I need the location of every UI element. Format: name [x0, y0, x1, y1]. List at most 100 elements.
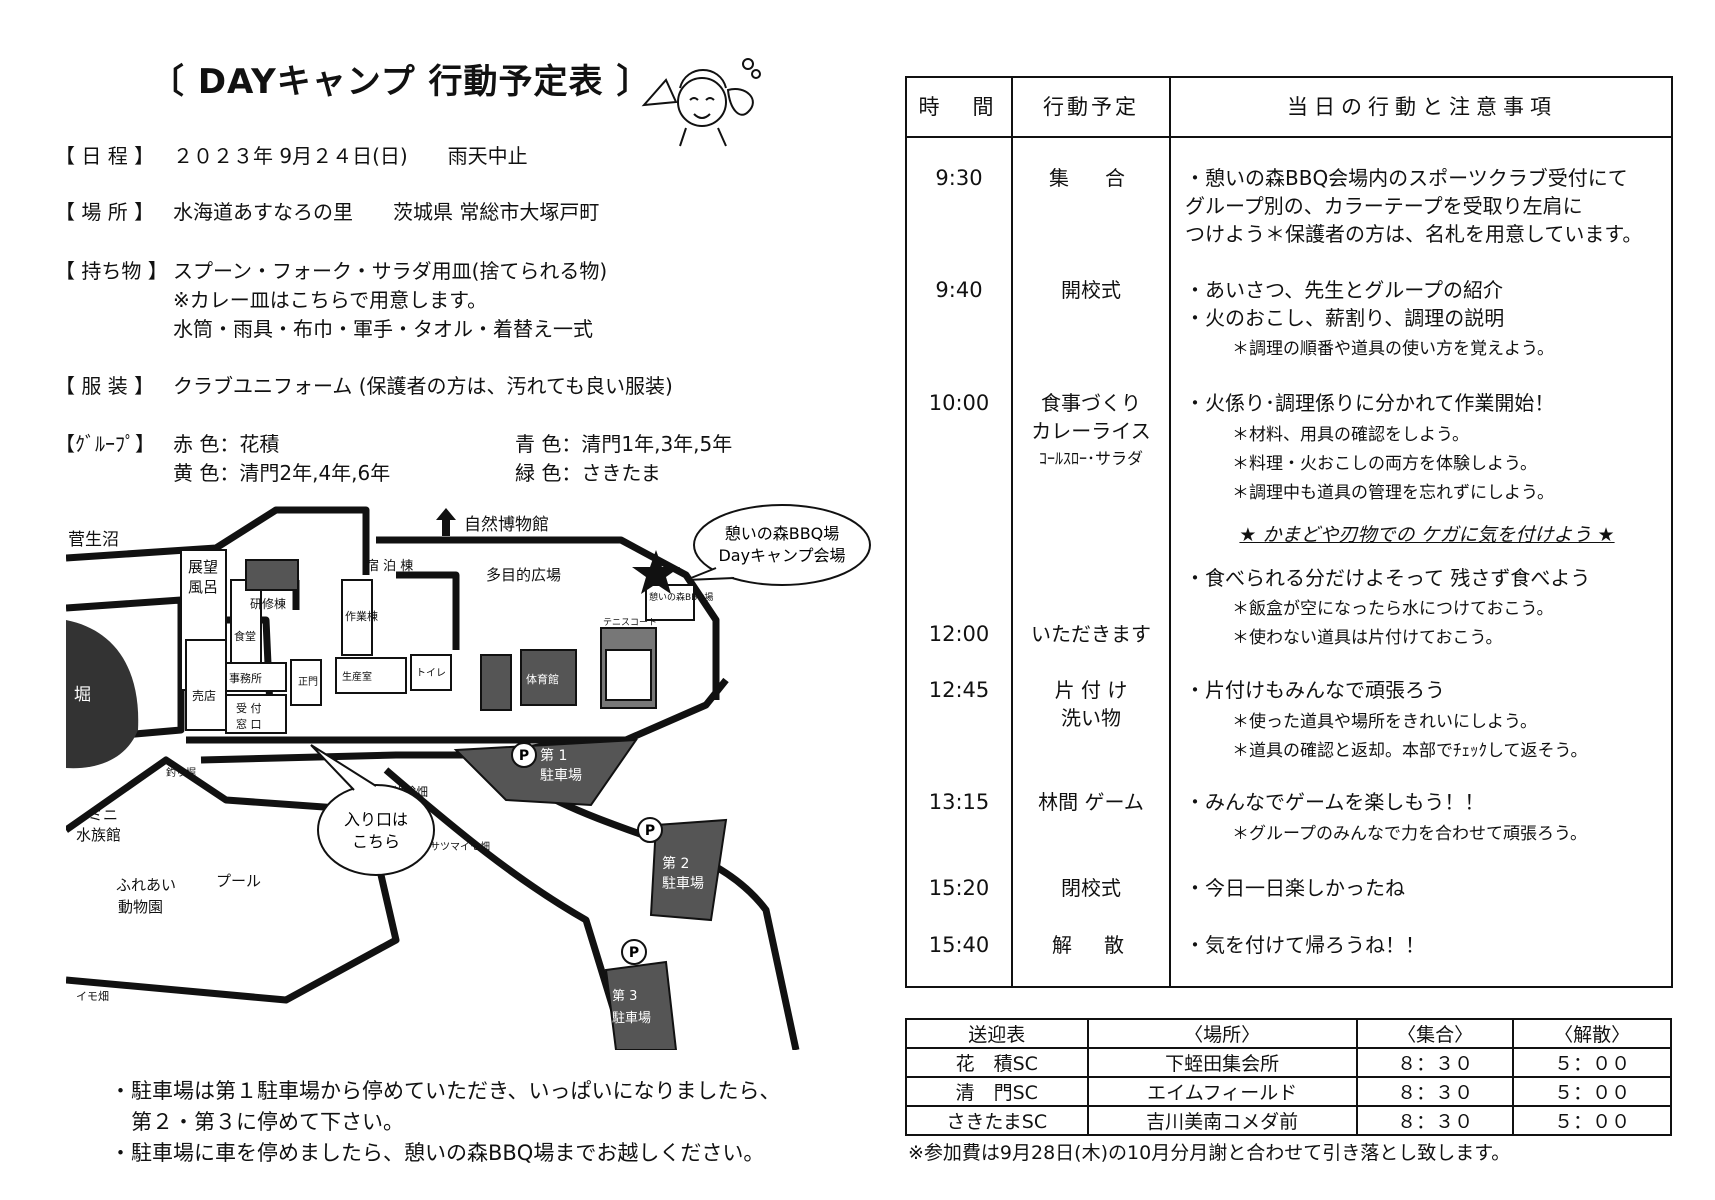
info-value: ２０２３年 9月２４日(日) 雨天中止 [173, 144, 528, 168]
row-activity: 片 付 け [1054, 678, 1128, 702]
note-line: ・駐車場は第１駐車場から停めていただき、いっぱいになりましたら、 [110, 1079, 781, 1103]
row-subnote: ＊使った道具や場所をきれいにしよう。 [1232, 712, 1537, 732]
building-sagyo [341, 579, 373, 656]
venue-bubble-line1: 憩いの森BBQ場 [725, 524, 840, 543]
star-icon [632, 550, 680, 594]
row-detail: ・片付けもみんなで頑張ろう [1185, 678, 1445, 702]
table-cell: さきたまSC [905, 1105, 1089, 1136]
svg-text:P: P [519, 748, 529, 764]
table-cell: 清 門SC [905, 1076, 1089, 1107]
map-label-hiroba: 多目的広場 [486, 566, 561, 584]
table-cell: ８：３０ [1355, 1047, 1515, 1078]
row-subnote: ＊使わない道具は片付けておこう。 [1232, 628, 1503, 648]
header-activity: 行動予定 [1043, 95, 1139, 119]
map-label-imo: イモ畑 [76, 990, 109, 1003]
row-time: 9:40 [935, 278, 983, 302]
schedule-table: 時 間 行動予定 当日の行動と注意事項 9:30 集 合 ・憩いの森BBQ会場内… [905, 76, 1673, 988]
map-label-sagyo: 作業棟 [345, 609, 378, 623]
building-storage [480, 654, 512, 711]
map-label-tenbo: 展望 [188, 558, 218, 576]
row-detail: つけよう＊保護者の方は、名札を用意しています。 [1185, 222, 1643, 246]
info-value: 水筒・雨具・布巾・軍手・タオル・着替え一式 [173, 317, 593, 341]
row-detail: ・憩いの森BBQ会場内のスポーツクラブ受付にて [1185, 166, 1628, 190]
info-label: 【 持ち物 】 [55, 259, 168, 283]
row-activity: ｺｰﾙｽﾛｰ･サラダ [1038, 449, 1143, 468]
table-cell: 下蛭田集会所 [1086, 1047, 1358, 1078]
table-header: 〈集合〉 [1355, 1018, 1515, 1049]
building-seimon [290, 659, 322, 706]
map-label-numa: 菅生沼 [68, 530, 119, 550]
table-cell: 花 積SC [905, 1047, 1089, 1078]
parking-icon [637, 817, 663, 843]
svg-text:P: P [629, 945, 639, 961]
map-label-tsuri: 釣り堀 [166, 766, 196, 779]
row-activity: 開校式 [1061, 278, 1121, 302]
info-label: 【ｸﾞﾙｰﾌﾟ】 [55, 432, 155, 456]
building-uketsuke [225, 694, 287, 734]
map-label-p1b: 駐車場 [540, 767, 582, 784]
table-cell: ８：３０ [1355, 1076, 1515, 1107]
row-time: 10:00 [928, 391, 990, 415]
parking-3-shape [604, 960, 678, 1050]
table-cell: 吉川美南コメダ前 [1086, 1105, 1358, 1136]
map-label-jimusho: 事務所 [229, 671, 262, 685]
row-detail: ・食べられる分だけよそって 残さず食べよう [1185, 566, 1591, 590]
info-value: スプーン・フォーク・サラダ用皿(捨てられる物) [173, 259, 608, 283]
fan-right-icon [726, 88, 754, 116]
table-cell: ８：３０ [1355, 1105, 1515, 1136]
map-label-hori: 堀 [74, 685, 91, 705]
row-activity: 集 合 [1049, 166, 1133, 190]
group-red: 赤 色：花積 [173, 432, 280, 456]
map-label-shokudo: 食堂 [234, 629, 256, 643]
table-header: 〈場所〉 [1086, 1018, 1358, 1049]
map-label-p3: 第 3 [612, 989, 637, 1004]
row-detail: ・気を付けて帰ろうね！！ [1185, 933, 1425, 957]
row-subnote: ＊グループのみんなで力を合わせて頑張ろう。 [1232, 824, 1587, 844]
row-detail: ・火係り･調理係りに分かれて作業開始！ [1185, 391, 1555, 415]
row-time: 13:15 [928, 790, 990, 814]
table-cell: エイムフィールド [1086, 1076, 1358, 1107]
map-label-satsuma: サツマイモ畑 [430, 840, 490, 853]
row-detail: ・あいさつ、先生とグループの紹介 [1185, 278, 1503, 302]
building-seisanshitsu [335, 657, 407, 694]
building-taiikukan [520, 649, 577, 706]
row-activity: 林間 ゲーム [1038, 790, 1144, 814]
map-label-p2b: 駐車場 [662, 875, 704, 892]
map-label-kenshu: 研修棟 [250, 596, 286, 611]
table-row: 花 積SC 下蛭田集会所 ８：３０ ５：００ [905, 1047, 1672, 1078]
svg-text:P: P [645, 823, 655, 839]
note-line: 第２・第３に停めて下さい。 [110, 1110, 404, 1134]
row-time: 15:20 [928, 876, 990, 900]
row-time: 12:45 [928, 678, 990, 702]
map-label-pool: プール [216, 872, 261, 890]
parking-1-shape [453, 738, 638, 807]
row-detail: ・みんなでゲームを楽しもう！！ [1185, 790, 1485, 814]
row-detail: ・今日一日楽しかったね [1185, 876, 1405, 900]
row-subnote: ＊材料、用具の確認をしよう。 [1232, 425, 1469, 445]
map-label-madoguchi: 窓 口 [236, 717, 262, 731]
mascot-illustration [641, 58, 761, 147]
row-detail: ・火のおこし、薪割り、調理の説明 [1185, 306, 1505, 330]
row-activity: カレーライス [1031, 419, 1151, 443]
parking-icon [511, 742, 537, 768]
table-header: 〈解散〉 [1512, 1018, 1672, 1049]
entrance-bubble-line2: こちら [352, 832, 400, 851]
row-subnote: ＊道具の確認と返却。本部でﾁｪｯｸして返そう。 [1232, 741, 1588, 761]
row-subnote: ＊調理中も道具の管理を忘れずにしよう。 [1232, 483, 1554, 503]
row-time: 9:30 [935, 166, 983, 190]
map-label-seimon: 正門 [298, 676, 318, 688]
building-kenshu [245, 559, 299, 591]
map-label-p1: 第 1 [540, 747, 567, 764]
row-subnote: ＊飯盒が空になったら水につけておこう。 [1232, 599, 1554, 619]
row-subnote: ＊調理の順番や道具の使い方を覚えよう。 [1232, 339, 1554, 359]
map-label-tennis: テニスコート [603, 617, 657, 628]
row-detail: グループ別の、カラーテープを受取り左肩に [1185, 194, 1583, 218]
table-cell: ５：００ [1512, 1076, 1672, 1107]
map-label-taiikukan: 体育館 [526, 672, 559, 686]
group-blue: 青 色：清門1年,3年,5年 [515, 432, 733, 456]
parking-icon [621, 939, 647, 965]
map-label-furo: 風呂 [188, 578, 218, 596]
map-label-doubutsuen: 動物園 [118, 898, 163, 916]
table-row: 送迎表 〈場所〉 〈集合〉 〈解散〉 [905, 1018, 1672, 1049]
info-label: 【 場 所 】 [55, 200, 155, 224]
